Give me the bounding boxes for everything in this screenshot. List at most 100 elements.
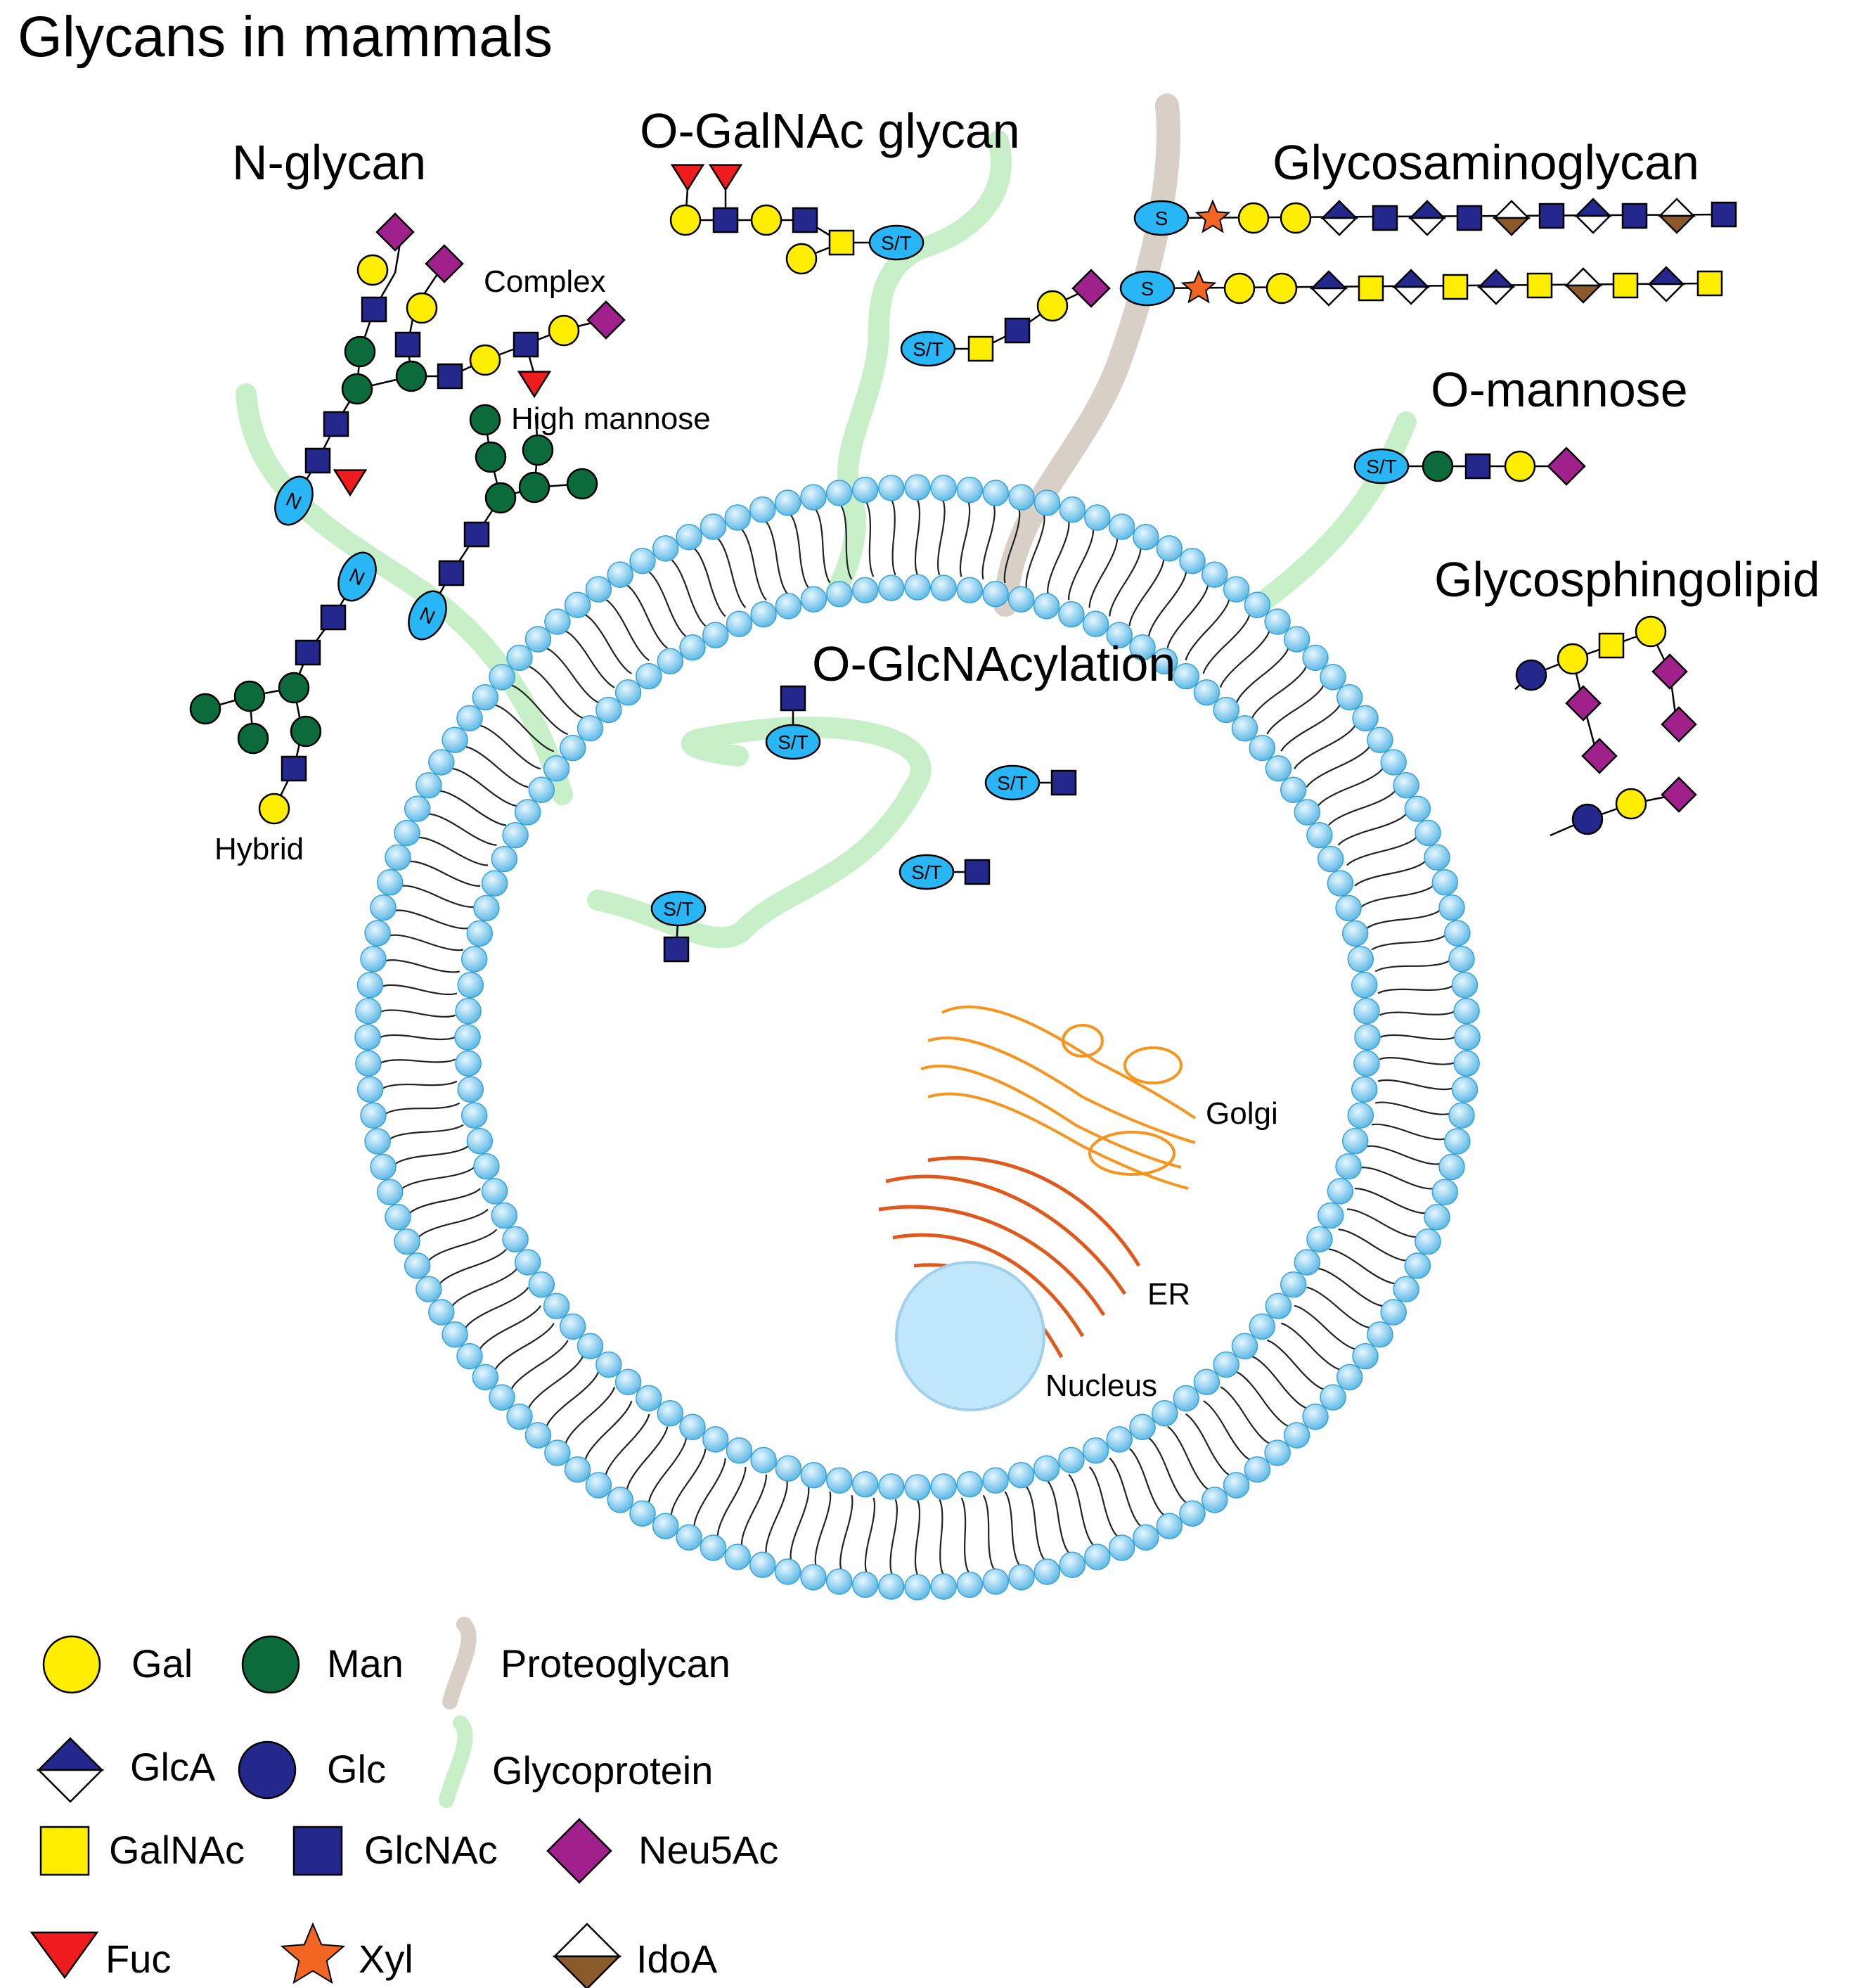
phospholipid-head [1231, 715, 1258, 742]
phospholipid-head [1320, 1384, 1346, 1411]
lipid-tail [380, 1034, 456, 1041]
phospholipid-head [514, 799, 541, 826]
phospholipid-head [364, 1128, 391, 1155]
phospholipid-head [1351, 971, 1378, 999]
phospholipid-head [1265, 755, 1292, 782]
phospholipid-head [528, 1271, 555, 1298]
neu5ac-diamond-icon [1661, 776, 1697, 813]
phospholipid-head [1059, 496, 1086, 523]
phospholipid-head [456, 705, 483, 732]
lipid-tail [1337, 813, 1407, 846]
phospholipid-head [1424, 844, 1450, 871]
lipid-tail [960, 1497, 970, 1573]
gal-circle-icon [356, 254, 389, 286]
phospholipid-head [1327, 870, 1354, 897]
phospholipid-head [607, 1487, 633, 1513]
phospholipid-head [1033, 1455, 1060, 1482]
phospholipid-head [376, 1179, 404, 1206]
lipid-tail [528, 1356, 584, 1409]
glcnac-square-icon [281, 755, 307, 782]
circle-glc-icon [238, 1740, 297, 1800]
phospholipid-head [1335, 894, 1362, 922]
phospholipid-head [1133, 1524, 1159, 1551]
amino-acid-tag-n: N [408, 590, 447, 641]
phospholipid-head [800, 1564, 827, 1591]
phospholipid-head [1129, 634, 1156, 661]
phospholipid-head [1431, 868, 1459, 896]
lipid-tail [1185, 599, 1230, 661]
phospholipid-head [614, 1368, 642, 1396]
lipid-tail [1280, 705, 1341, 752]
phospholipid-head [1173, 1385, 1199, 1412]
phospholipid-head [878, 1573, 905, 1600]
lipid-tail [1003, 509, 1021, 584]
tag-text: S/T [911, 861, 942, 883]
phospholipid-head [1193, 1368, 1220, 1396]
glcnac-square-icon [394, 331, 421, 358]
phospholipid-head [1294, 799, 1321, 826]
cell-membrane [354, 474, 1481, 1601]
amino-acid-tag-st: S/T [900, 331, 956, 367]
fuc-triangle-icon [670, 164, 705, 192]
amino-acid-tag-st: S/T [868, 224, 925, 261]
label-golgi: Golgi [1206, 1096, 1278, 1131]
phospholipid-head [1033, 1558, 1061, 1585]
lipid-tail [1317, 768, 1384, 807]
phospholipid-head [1280, 776, 1307, 804]
triangle-fuc-icon [30, 1931, 99, 1980]
phospholipid-head [726, 610, 753, 638]
lipid-tail [1354, 1188, 1426, 1214]
phospholipid-head [1033, 489, 1061, 516]
lipid-tail [1219, 631, 1270, 688]
lipid-tail [1128, 559, 1165, 627]
phospholipid-head [1367, 1321, 1393, 1348]
label-o-galnac: O-GalNAc glycan [640, 103, 1020, 158]
galnac-square-icon [1442, 274, 1469, 300]
phospholipid-head [543, 1293, 570, 1319]
amino-acid-tag-s: S [1133, 200, 1190, 236]
gal-circle-icon [785, 243, 818, 275]
label-nucleus: Nucleus [1045, 1368, 1157, 1403]
phospholipid-head [1380, 1299, 1407, 1326]
phospholipid-head [360, 1102, 387, 1129]
phospholipid-head [576, 1333, 604, 1359]
phospholipid-head [904, 1574, 931, 1601]
phospholipid-head [826, 580, 853, 608]
phospholipid-head [1202, 561, 1228, 588]
phospholipid-head [524, 1422, 552, 1449]
phospholipid-head [1058, 601, 1085, 628]
gal-circle-icon [1223, 272, 1256, 304]
phospholipid-head [750, 601, 777, 628]
glca-diamond-icon [1476, 269, 1516, 305]
legend-label-man: Man [327, 1641, 404, 1686]
phospholipid-head [1283, 1422, 1310, 1449]
phospholipid-head [702, 622, 729, 648]
lipid-tail [528, 665, 584, 719]
phospholipid-head [528, 776, 555, 804]
gal-circle-icon [258, 793, 290, 825]
man-circle-icon [518, 471, 550, 504]
phospholipid-head [1341, 920, 1369, 947]
phospholipid-head [457, 1076, 484, 1103]
phospholipid-head [1351, 1076, 1378, 1103]
lipid-tail [409, 1188, 481, 1214]
lipid-tail [1306, 1286, 1370, 1329]
legend-label-glcnac: GlcNAc [364, 1828, 498, 1872]
phospholipid-head [416, 1276, 442, 1303]
lipid-tail [385, 1102, 460, 1115]
tag-text: S/T [778, 731, 809, 753]
phospholipid-head [1133, 523, 1159, 551]
xyl-star-icon [1194, 199, 1231, 233]
lipid-tail [765, 521, 788, 594]
phospholipid-head [356, 1076, 384, 1103]
gal-circle-icon [750, 204, 782, 236]
galnac-square-icon [828, 229, 855, 256]
glycosphingolipid-2 [1550, 776, 1697, 837]
amino-acid-tag-n: N [274, 475, 314, 526]
lipid-tail [865, 501, 875, 577]
legend-label-idoa: IdoA [636, 1937, 718, 1981]
phospholipid-head [702, 1426, 729, 1453]
idoa-diamond-icon [1564, 267, 1603, 304]
legend-label-galnac: GalNAc [109, 1828, 245, 1872]
phospholipid-head [1108, 513, 1135, 540]
